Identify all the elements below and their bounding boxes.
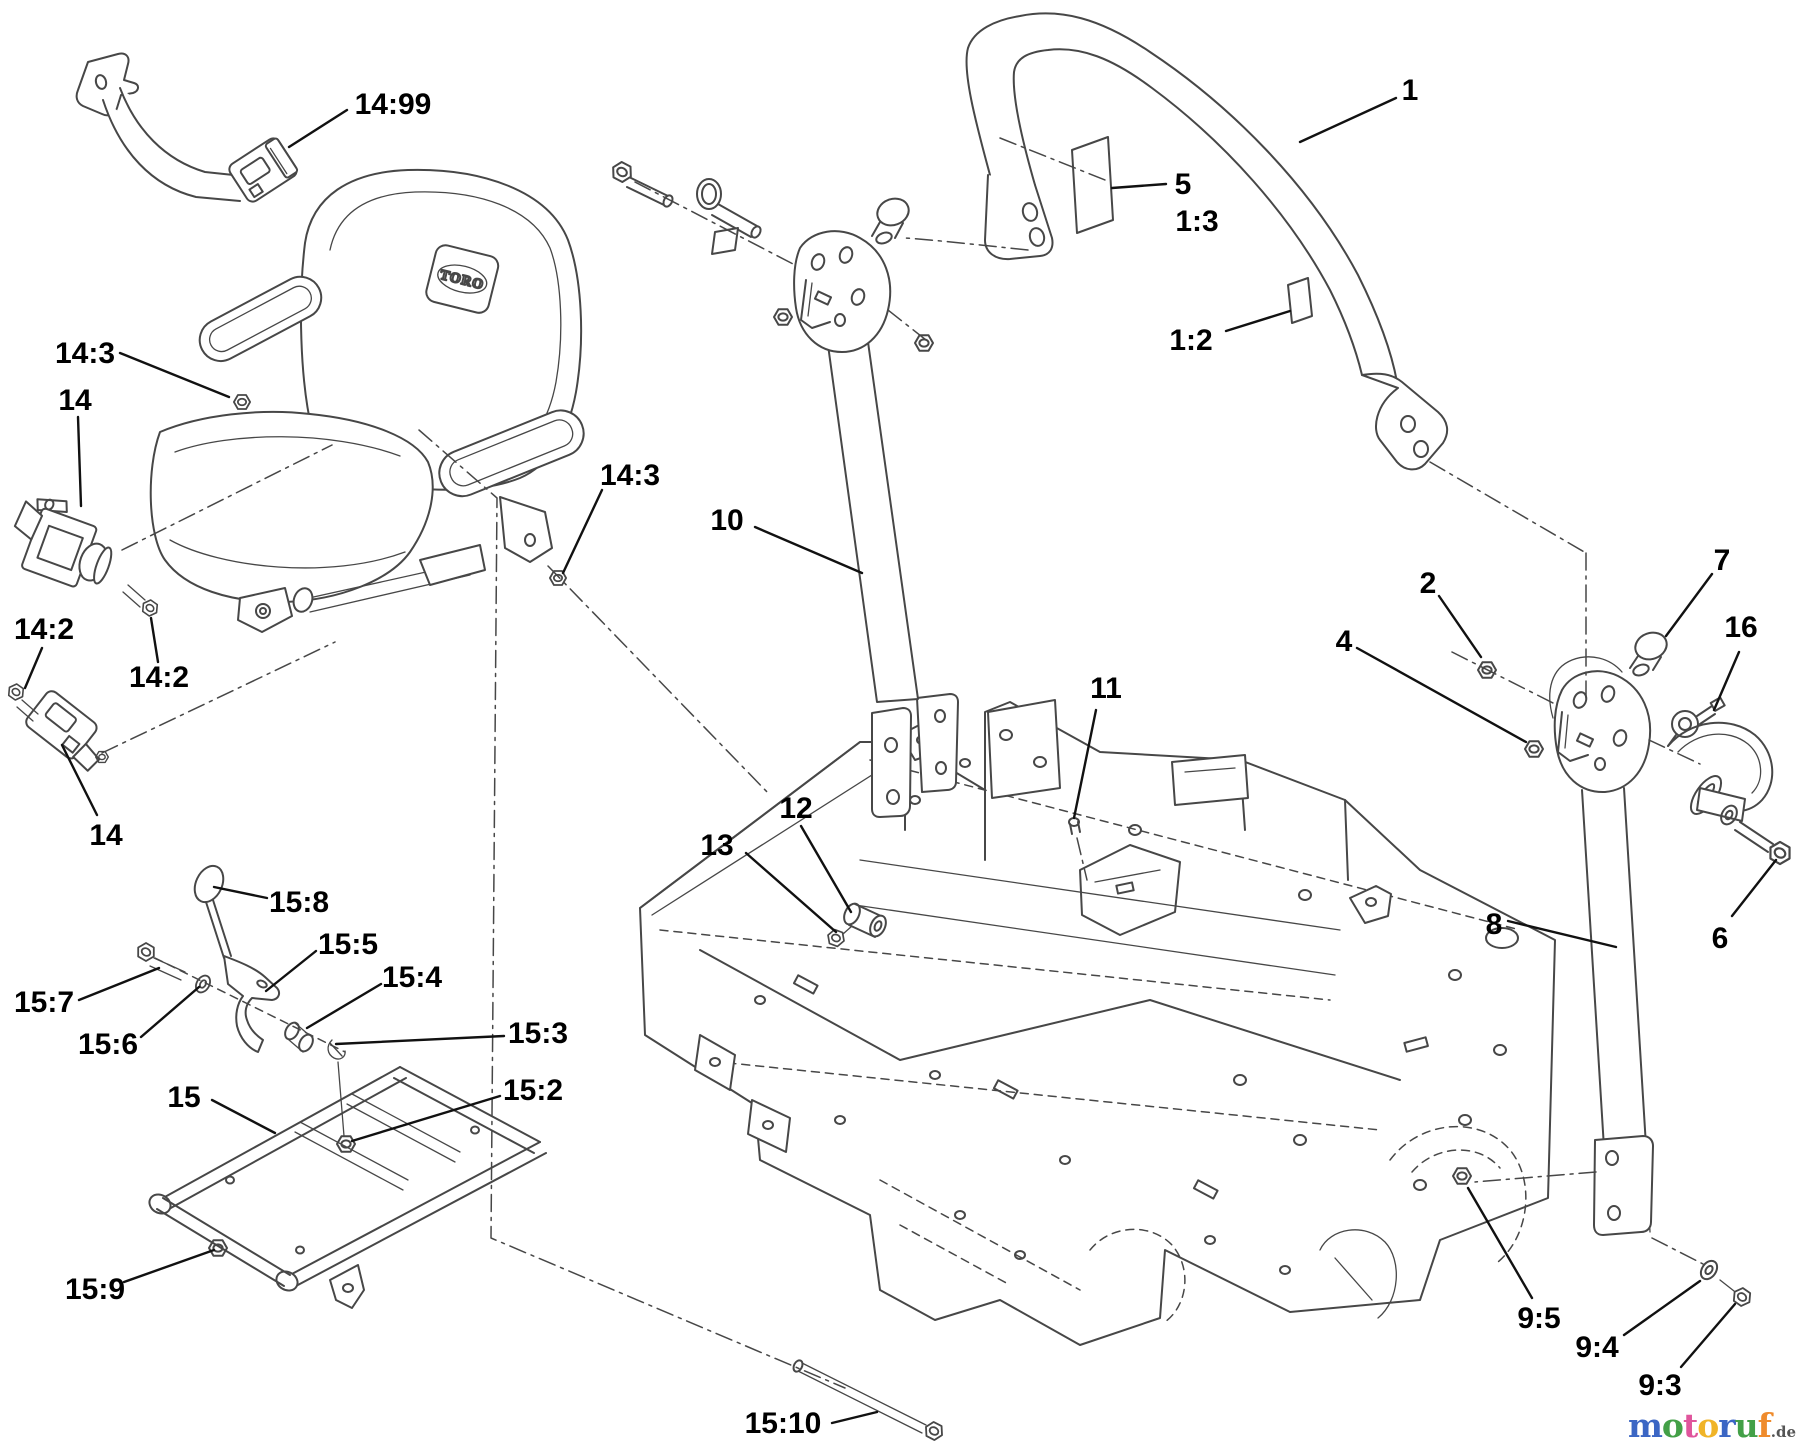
part-label-9:4-31: 9:4 — [1575, 1331, 1619, 1364]
chassis-frame — [639, 699, 1556, 1346]
belt-retractor — [13, 444, 333, 620]
toro-logo: TORO — [425, 244, 500, 314]
leader-line-15:9 — [122, 1248, 216, 1284]
parking-brake-lever — [133, 864, 346, 1060]
watermark-suffix: .de — [1770, 1423, 1797, 1441]
watermark-letter-4: r — [1718, 1406, 1735, 1445]
leader-line-8 — [1506, 919, 1618, 949]
leader-line-5 — [1110, 182, 1168, 190]
part-label-5-9: 5 — [1175, 168, 1192, 201]
diagram-artwork: TORO — [4, 12, 1796, 1443]
part-label-15:3-26: 15:3 — [508, 1017, 568, 1050]
part-label-16-15: 16 — [1724, 611, 1757, 644]
leader-line-6 — [1730, 858, 1778, 918]
part-label-15:6-25: 15:6 — [78, 1028, 138, 1061]
leader-line-4 — [1355, 646, 1528, 744]
part-label-15:5-22: 15:5 — [318, 928, 378, 961]
part-label-14:2-5: 14:2 — [129, 661, 189, 694]
motoruf-watermark[interactable]: motoruf.de — [1628, 1406, 1796, 1445]
watermark-letter-2: t — [1682, 1406, 1698, 1445]
leader-line-1 — [1298, 96, 1398, 144]
part-label-1:2-11: 1:2 — [1169, 324, 1212, 357]
leader-line-9:4 — [1622, 1279, 1702, 1337]
leader-line-14 — [76, 415, 83, 508]
rollbar-hoop — [965, 12, 1449, 471]
leader-line-11 — [1072, 708, 1098, 820]
part-label-13-18: 13 — [700, 829, 733, 862]
leader-line-9:3 — [1679, 1302, 1737, 1369]
part-label-1-8: 1 — [1402, 74, 1419, 107]
right-pivot-bracket — [1429, 461, 1701, 794]
seatbelt-buckle-assembly — [75, 52, 299, 203]
part-label-15:4-23: 15:4 — [382, 961, 442, 994]
part-label-2-12: 2 — [1420, 567, 1437, 600]
watermark-letter-5: u — [1734, 1406, 1759, 1445]
leader-line-15:8 — [212, 885, 269, 900]
leader-line-15:3 — [334, 1034, 506, 1046]
leader-line-14:2 — [149, 616, 160, 664]
leader-line-15:10 — [830, 1410, 879, 1425]
part-label-14:3-3: 14:3 — [600, 459, 660, 492]
leader-line-14:99 — [287, 108, 349, 149]
part-label-15:2-28: 15:2 — [503, 1074, 563, 1107]
leader-line-12 — [799, 824, 853, 914]
leader-line-14:3 — [118, 351, 231, 399]
part-label-9:5-30: 9:5 — [1517, 1302, 1560, 1335]
leader-line-15:2 — [350, 1094, 502, 1143]
part-label-15:8-21: 15:8 — [269, 886, 329, 919]
part-label-9:3-32: 9:3 — [1638, 1369, 1681, 1402]
seat-assembly: TORO — [149, 168, 585, 633]
part-label-6-20: 6 — [1712, 922, 1729, 955]
leader-line-15:4 — [305, 982, 383, 1030]
leader-line-2 — [1437, 594, 1483, 659]
leader-line-13 — [744, 851, 838, 934]
part-label-14-2: 14 — [58, 384, 92, 417]
leader-line-7 — [1664, 572, 1714, 638]
leader-line-14:2 — [23, 646, 44, 690]
alignment-lines — [418, 429, 846, 1389]
part-label-15:9-29: 15:9 — [65, 1273, 125, 1306]
right-support-post — [1474, 787, 1704, 1265]
watermark-letter-6: f — [1757, 1406, 1772, 1445]
watermark-letter-1: o — [1661, 1406, 1684, 1445]
leader-line-15 — [210, 1098, 277, 1135]
part-label-15:10-33: 15:10 — [745, 1407, 822, 1440]
part-label-4-13: 4 — [1336, 625, 1353, 658]
part-label-14:2-4: 14:2 — [14, 613, 74, 646]
pin-11 — [1068, 817, 1088, 881]
labels-layer: 14:9914:31414:314:214:21410151:31:224716… — [14, 74, 1778, 1440]
part-label-1:3-10: 1:3 — [1175, 205, 1218, 238]
leader-line-14:3 — [561, 488, 604, 575]
seat-base-frame — [148, 1061, 547, 1309]
leader-line-9:5 — [1466, 1186, 1534, 1300]
part-label-14-6: 14 — [89, 819, 123, 852]
belt-anchor-assembly — [1452, 696, 1796, 1310]
part-label-14:3-1: 14:3 — [55, 337, 115, 370]
leader-line-16 — [1712, 650, 1741, 712]
part-label-14:99-0: 14:99 — [355, 88, 432, 121]
left-support-post — [608, 158, 1029, 818]
bolt-13 — [824, 925, 853, 949]
leader-line-15:6 — [139, 985, 201, 1039]
leader-line-15:7 — [77, 966, 161, 1002]
part-label-10-7: 10 — [710, 504, 743, 537]
rod-15-10 — [792, 1359, 947, 1443]
part-label-8-19: 8 — [1486, 908, 1503, 941]
part-label-12-17: 12 — [779, 792, 812, 825]
part-label-11-16: 11 — [1090, 672, 1122, 705]
leader-line-15:5 — [264, 949, 318, 993]
leader-line-10 — [753, 525, 864, 575]
belt-buckle-lower — [4, 641, 336, 772]
part-label-15-27: 15 — [167, 1081, 200, 1114]
leader-line-14 — [60, 743, 99, 817]
part-label-15:7-24: 15:7 — [14, 986, 74, 1019]
watermark-letter-3: o — [1697, 1406, 1719, 1445]
part-label-7-14: 7 — [1714, 544, 1731, 577]
leader-line-1:2 — [1224, 309, 1292, 333]
watermark-letter-0: m — [1628, 1406, 1663, 1445]
